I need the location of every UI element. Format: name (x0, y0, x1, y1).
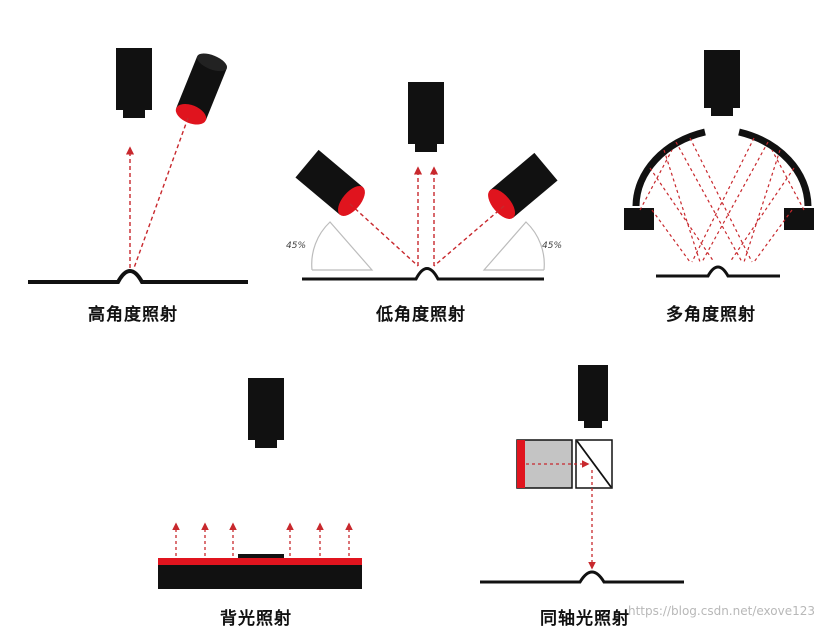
backlight-base (158, 565, 362, 589)
light-source-icon (295, 149, 365, 216)
dome-right (738, 128, 812, 207)
label-high-angle: 高角度照射 (88, 305, 178, 325)
angle-protractor-right: 45% (482, 221, 562, 271)
watermark: https://blog.csdn.net/exove123 (628, 604, 815, 618)
camera-icon (116, 48, 152, 118)
half-mirror-icon (575, 439, 613, 489)
label-backlight: 背光照射 (220, 609, 292, 629)
panel-low-angle: 45% 45% (286, 82, 562, 281)
panel-backlight (158, 378, 362, 589)
backlight-rays (172, 522, 353, 556)
backlit-object (238, 554, 284, 560)
incident-ray (133, 117, 189, 269)
angle-mark-left: 45% (286, 241, 306, 251)
dome-foot-left (624, 208, 654, 230)
camera-icon (578, 365, 608, 428)
incident-ray-left (349, 203, 419, 267)
panel-high-angle (28, 48, 248, 284)
label-multi-angle: 多角度照射 (666, 305, 756, 325)
light-source-icon (175, 53, 228, 125)
angle-protractor-left: 45% (286, 221, 374, 271)
scattered-rays (639, 137, 805, 263)
camera-icon (248, 378, 284, 448)
panel-coaxial (480, 365, 684, 584)
angle-mark-right: 45% (542, 241, 562, 251)
camera-icon (408, 82, 444, 152)
camera-icon (704, 50, 740, 116)
object-surface (28, 269, 248, 284)
dome-left (632, 128, 706, 207)
backlight-panel (158, 558, 362, 565)
object-surface (656, 265, 780, 278)
dome-foot-right (784, 208, 814, 230)
label-low-angle: 低角度照射 (376, 305, 466, 325)
object-surface (302, 267, 544, 281)
coaxial-light-emitter (517, 440, 525, 488)
label-coaxial: 同轴光照射 (540, 609, 630, 629)
light-source-icon (488, 152, 558, 219)
panel-multi-angle (624, 50, 814, 278)
incident-ray-right (433, 205, 505, 267)
object-surface (480, 570, 684, 584)
